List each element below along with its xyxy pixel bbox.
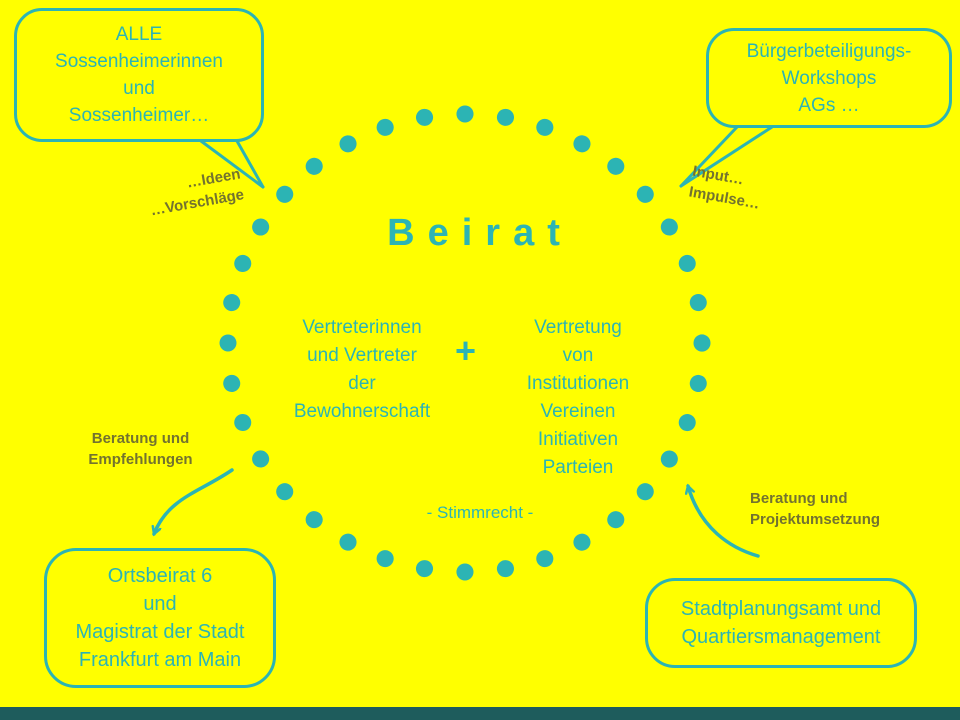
group-line: und Vertreter [307, 345, 417, 366]
box-stadtplanungsamt: Stadtplanungsamt und Quartiersmanagement [645, 578, 917, 668]
bubble-alle-sossenheimer: ALLE Sossenheimerinnen und Sossenheimer… [14, 8, 264, 142]
box-line: Stadtplanungsamt und [680, 598, 882, 620]
bubble-line: Workshops [781, 67, 877, 89]
group-line: Institutionen [526, 373, 630, 394]
curved-arrow-left-icon [154, 468, 234, 534]
label-beratung-empfehlungen: Beratung und Empfehlungen [78, 428, 203, 470]
page-title: Beirat [387, 212, 573, 254]
box-line: und [143, 593, 177, 615]
group-line: Vertretung [534, 317, 622, 338]
group-line: Initiativen [537, 429, 619, 450]
bubble-tail-top-right-icon [679, 124, 774, 188]
footer-bar [0, 707, 960, 720]
label-line: Beratung und [750, 490, 848, 507]
group-line: von [562, 345, 594, 366]
group-bewohnerschaft: Vertreterinnen und Vertreter der Bewohne… [272, 314, 452, 426]
group-line: Bewohnerschaft [293, 401, 431, 422]
plus-sign: + [455, 330, 477, 371]
label-line: Empfehlungen [88, 451, 193, 468]
group-line: Vereinen [540, 401, 616, 422]
group-line: Parteien [542, 457, 614, 478]
box-line: Frankfurt am Main [78, 649, 242, 671]
curved-arrow-right-icon [688, 486, 760, 558]
box-line: Magistrat der Stadt [75, 621, 245, 643]
bubble-buergerbeteiligung: Bürgerbeteiligungs- Workshops AGs … [706, 28, 952, 128]
label-beratung-projektumsetzung: Beratung und Projektumsetzung [750, 488, 910, 530]
label-line: Projektumsetzung [750, 511, 881, 528]
label-line: Beratung und [91, 430, 190, 447]
bubble-line: AGs … [798, 94, 860, 116]
bubble-tail-top-left-icon [199, 138, 265, 189]
bubble-line: ALLE [115, 24, 163, 45]
bubble-line: Sossenheimerinnen [55, 51, 223, 72]
box-ortsbeirat: Ortsbeirat 6 und Magistrat der Stadt Fra… [44, 548, 276, 688]
bubble-line: Sossenheimer… [68, 105, 210, 126]
box-line: Quartiersmanagement [681, 626, 881, 648]
box-line: Ortsbeirat 6 [107, 565, 213, 587]
group-line: Vertreterinnen [302, 317, 422, 338]
dotted-circle [219, 105, 711, 581]
bubble-line: Bürgerbeteiligungs- [746, 40, 912, 62]
stimmrecht-note: - Stimmrecht - [426, 503, 534, 522]
group-line: der [348, 373, 376, 394]
bubble-line: und [123, 78, 155, 99]
group-institutionen: Vertretung von Institutionen Vereinen In… [498, 314, 658, 482]
